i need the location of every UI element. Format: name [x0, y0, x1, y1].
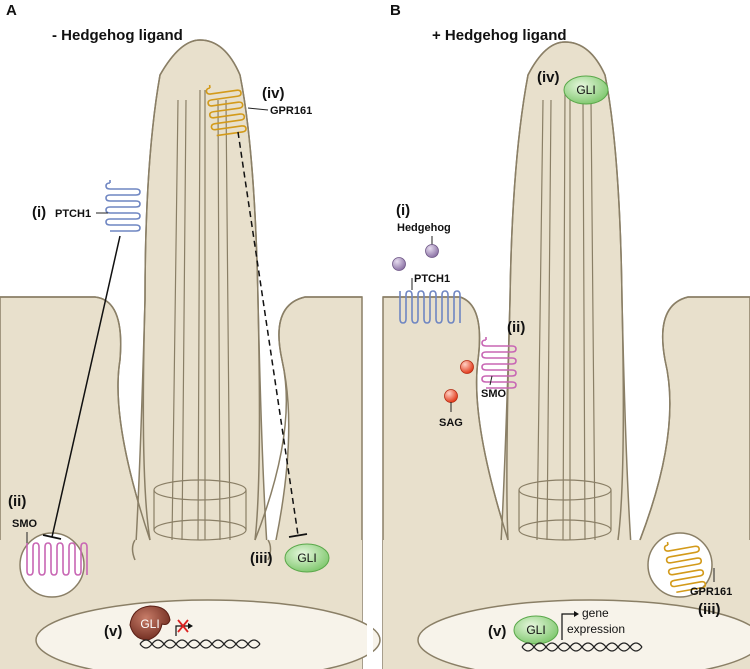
label-v-a: (v) — [104, 623, 122, 640]
ptch1-label-a: PTCH1 — [55, 208, 91, 220]
gli-label-iii-a: GLI — [297, 551, 316, 565]
smo-label-a: SMO — [12, 518, 38, 530]
label-v-b: (v) — [488, 623, 506, 640]
hedgehog-label-b: Hedgehog — [397, 222, 451, 234]
expression-label-b: expression — [567, 622, 625, 636]
hedgehog-ligand-2 — [392, 257, 406, 271]
ptch1-inhibits-smo-line — [51, 235, 121, 538]
hedgehog-ligand-1 — [425, 244, 439, 258]
gpr161-label-a: GPR161 — [270, 105, 312, 117]
label-i-b: (i) — [396, 202, 410, 219]
label-i-a: (i) — [32, 204, 46, 221]
gli-label-v-b: GLI — [526, 623, 545, 637]
panel-letter-a: A — [6, 2, 17, 19]
smo-label-b: SMO — [481, 388, 507, 400]
ptch1-receptor-a — [105, 179, 141, 232]
gli-activator-tip-b — [563, 75, 609, 105]
gli-label-v-a: GLI — [140, 617, 159, 631]
label-iii-b: (iii) — [698, 601, 721, 618]
axoneme-a — [153, 89, 247, 541]
transcription-arrow-icon — [561, 611, 579, 640]
panel-a: A - Hedgehog ligand (i) PTCH1 (iv) GPR16… — [0, 2, 381, 669]
sag-molecule-1 — [460, 360, 474, 374]
sag-label-b: SAG — [439, 417, 463, 429]
gpr161-inhibits-gli-line — [237, 131, 299, 536]
panel-letter-b: B — [390, 2, 401, 19]
panel-title-b: + Hedgehog ligand — [432, 27, 567, 44]
axoneme-b — [518, 89, 612, 541]
label-iv-a: (iv) — [262, 85, 285, 102]
panel-title-a: - Hedgehog ligand — [52, 27, 183, 44]
label-iv-b: (iv) — [537, 69, 560, 86]
panel-b: B + Hedgehog ligand (iv) GLI (i) Hedgeho… — [382, 2, 750, 669]
vesicle-a — [19, 532, 85, 598]
ptch1-label-b: PTCH1 — [414, 273, 450, 285]
gpr161-label-b: GPR161 — [690, 586, 732, 598]
nucleus-b — [417, 599, 750, 669]
gli-activator-a — [284, 543, 330, 573]
label-ii-a: (ii) — [8, 493, 26, 510]
blocked-transcription-icon — [175, 619, 193, 636]
sag-molecule-2 — [444, 389, 458, 403]
label-iii-a: (iii) — [250, 550, 273, 567]
label-ii-b: (ii) — [507, 319, 525, 336]
gene-label-b: gene — [582, 606, 609, 620]
nucleus-a — [35, 599, 381, 669]
gli-label-iv-b: GLI — [576, 83, 595, 97]
